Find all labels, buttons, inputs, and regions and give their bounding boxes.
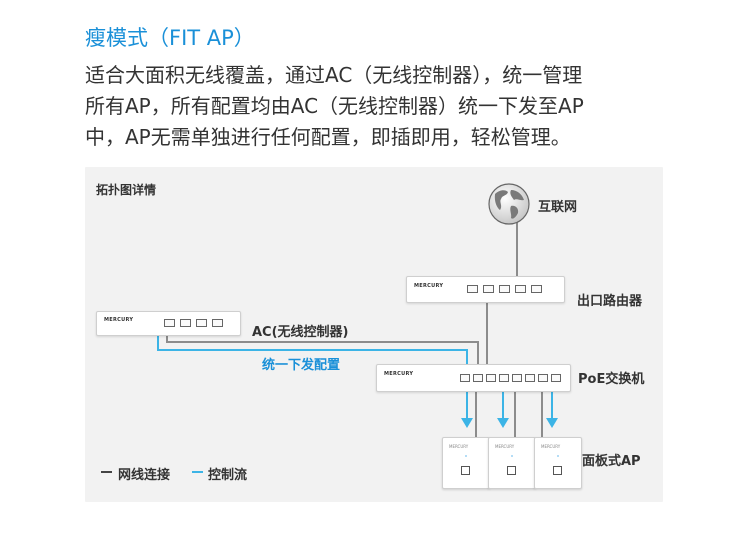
router-port (515, 285, 526, 293)
ap-socket (461, 466, 470, 475)
ac-label: AC(无线控制器) (252, 325, 349, 340)
globe-icon (488, 183, 530, 225)
ap-brand: MERCURY (541, 444, 561, 449)
description-line-3: 中，AP无需单独进行任何配置，即插即用，轻松管理。 (85, 125, 571, 149)
router-port (483, 285, 494, 293)
ap-socket (507, 466, 516, 475)
ap-indicator (557, 455, 559, 457)
router-brand: MERCURY (414, 283, 444, 289)
router-port (499, 285, 510, 293)
ap-label: 面板式AP (582, 454, 641, 469)
ap-socket (553, 466, 562, 475)
description-line-1: 适合大面积无线覆盖，通过AC（无线控制器），统一管理 (85, 63, 583, 87)
description-line-2: 所有AP，所有配置均由AC（无线控制器）统一下发至AP (85, 94, 584, 118)
ap-indicator (511, 455, 513, 457)
switch-port (473, 374, 483, 382)
diagram-heading: 拓扑图详情 (96, 183, 157, 197)
switch-port (460, 374, 470, 382)
internet-label: 互联网 (538, 200, 578, 215)
switch-brand: MERCURY (384, 371, 414, 377)
ap-brand: MERCURY (449, 444, 469, 449)
ac-port (180, 319, 191, 327)
router-port (467, 285, 478, 293)
control-flow-arrow-1 (461, 418, 473, 428)
switch-port (512, 374, 522, 382)
config-label: 统一下发配置 (262, 358, 341, 373)
panel-ap-2: MERCURY (488, 437, 536, 489)
switch-port (551, 374, 561, 382)
poe-switch-device: MERCURY (376, 364, 571, 392)
description: 适合大面积无线覆盖，通过AC（无线控制器），统一管理 所有AP，所有配置均由AC… (85, 60, 685, 153)
ac-port (196, 319, 207, 327)
ac-switch-cable (166, 334, 479, 364)
legend-control-label: 控制流 (208, 468, 248, 483)
switch-port (538, 374, 548, 382)
ac-port (164, 319, 175, 327)
control-flow-arrow-2 (497, 418, 509, 428)
switch-label: PoE交换机 (578, 372, 645, 387)
legend-cable-label: 网线连接 (118, 468, 171, 483)
router-label: 出口路由器 (577, 294, 643, 309)
ap-brand: MERCURY (495, 444, 515, 449)
switch-port (486, 374, 496, 382)
switch-port (499, 374, 509, 382)
ac-port (212, 319, 223, 327)
page-title: 瘦模式（FIT AP） (85, 26, 255, 50)
panel-ap-3: MERCURY (534, 437, 582, 489)
panel-ap-1: MERCURY (442, 437, 490, 489)
router-port (531, 285, 542, 293)
router-device: MERCURY (406, 276, 565, 303)
switch-port (525, 374, 535, 382)
ap-indicator (465, 455, 467, 457)
ac-brand: MERCURY (104, 317, 134, 323)
control-flow-arrow-3 (546, 418, 558, 428)
ac-device: MERCURY (96, 311, 241, 336)
